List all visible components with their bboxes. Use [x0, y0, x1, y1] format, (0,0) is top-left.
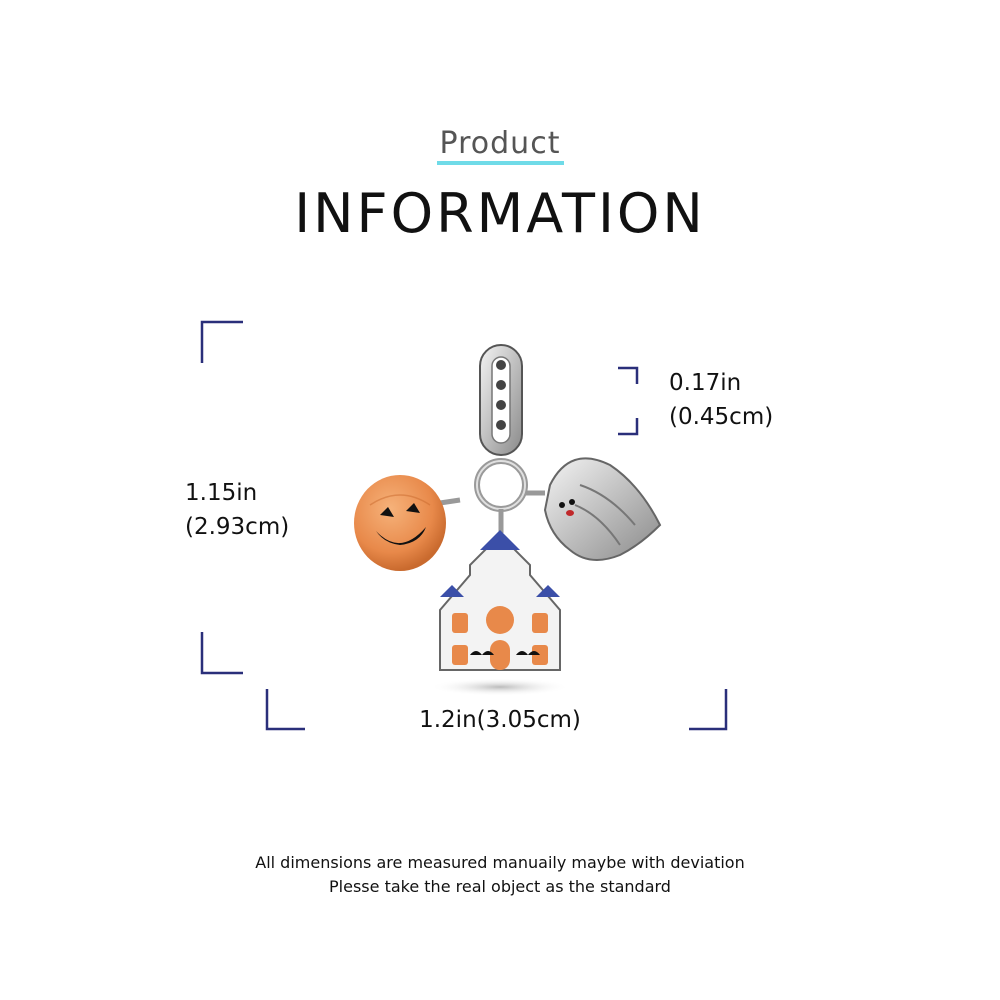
width-bracket-left — [265, 689, 305, 731]
page-title: INFORMATION — [294, 182, 706, 245]
charm-product-image — [354, 344, 662, 696]
product-label: Product — [439, 126, 561, 161]
bail-inches: 0.17in — [669, 370, 742, 396]
bail-centimeters: (0.45cm) — [669, 404, 774, 430]
disclaimer-line-1: All dimensions are measured manuaily may… — [255, 853, 745, 872]
disclaimer-notes: All dimensions are measured manuaily may… — [0, 851, 1000, 899]
product-underline — [437, 161, 564, 165]
bail — [479, 344, 523, 456]
haunted-house-charm — [439, 530, 561, 671]
pumpkin-charm — [354, 475, 446, 571]
height-centimeters: (2.93cm) — [185, 514, 290, 540]
width-bracket-right — [689, 689, 728, 731]
height-bracket-top — [200, 320, 243, 363]
ghost-charm — [543, 457, 662, 561]
disclaimer-line-2: Plesse take the real object as the stand… — [329, 877, 671, 896]
bail-dimension: 0.17in (0.45cm) — [669, 366, 773, 434]
bail-bracket-top — [618, 366, 639, 384]
height-inches: 1.15in — [185, 480, 258, 506]
height-bracket-bottom — [200, 632, 243, 675]
height-dimension: 1.15in (2.93cm) — [185, 476, 289, 544]
bail-bracket-bottom — [618, 418, 639, 436]
width-dimension: 1.2in(3.05cm) — [419, 707, 581, 733]
